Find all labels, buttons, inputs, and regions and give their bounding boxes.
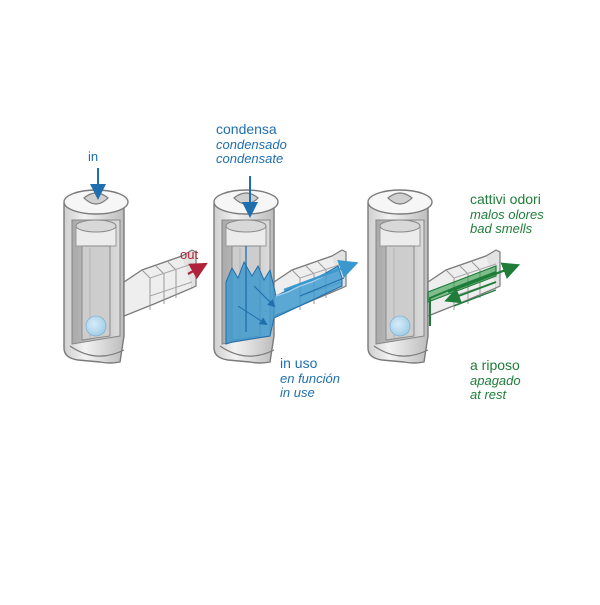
out-arrow: [187, 262, 208, 280]
trap-plain: [63, 189, 197, 364]
in-use-label-en: in use: [280, 385, 315, 401]
bad-smells-label: cattivi odori malos olores bad smells: [470, 191, 544, 237]
at-rest-label-en: at rest: [470, 387, 507, 403]
smell-arrow-down: [444, 281, 497, 304]
trap-at-rest: [367, 189, 521, 364]
water-out-arrow: [283, 260, 359, 292]
condensate-label-es: condensado: [216, 136, 287, 152]
at-rest-label: a riposo apagado at rest: [470, 357, 521, 403]
out-label: out: [180, 247, 199, 262]
float-ball: [85, 315, 107, 337]
condensate-label-en: condensate: [216, 151, 284, 167]
bad-smells-label-it: cattivi odori: [470, 191, 541, 207]
at-rest-label-es: apagado: [470, 372, 521, 388]
smell-arrow-up: [447, 262, 521, 294]
bad-smells-label-en: bad smells: [470, 221, 533, 237]
trap-in-use: [213, 189, 359, 364]
condensate-label: condensa condensado condensate: [216, 121, 287, 167]
bad-smells-label-es: malos olores: [470, 206, 544, 222]
in-label: in: [88, 149, 99, 164]
float-ball: [389, 315, 411, 337]
condensate-label-it: condensa: [216, 121, 277, 137]
in-use-label-it: in uso: [280, 355, 318, 371]
in-use-label-es: en función: [280, 370, 340, 386]
in-use-label: in uso en función in use: [280, 355, 340, 401]
at-rest-label-it: a riposo: [470, 357, 520, 373]
